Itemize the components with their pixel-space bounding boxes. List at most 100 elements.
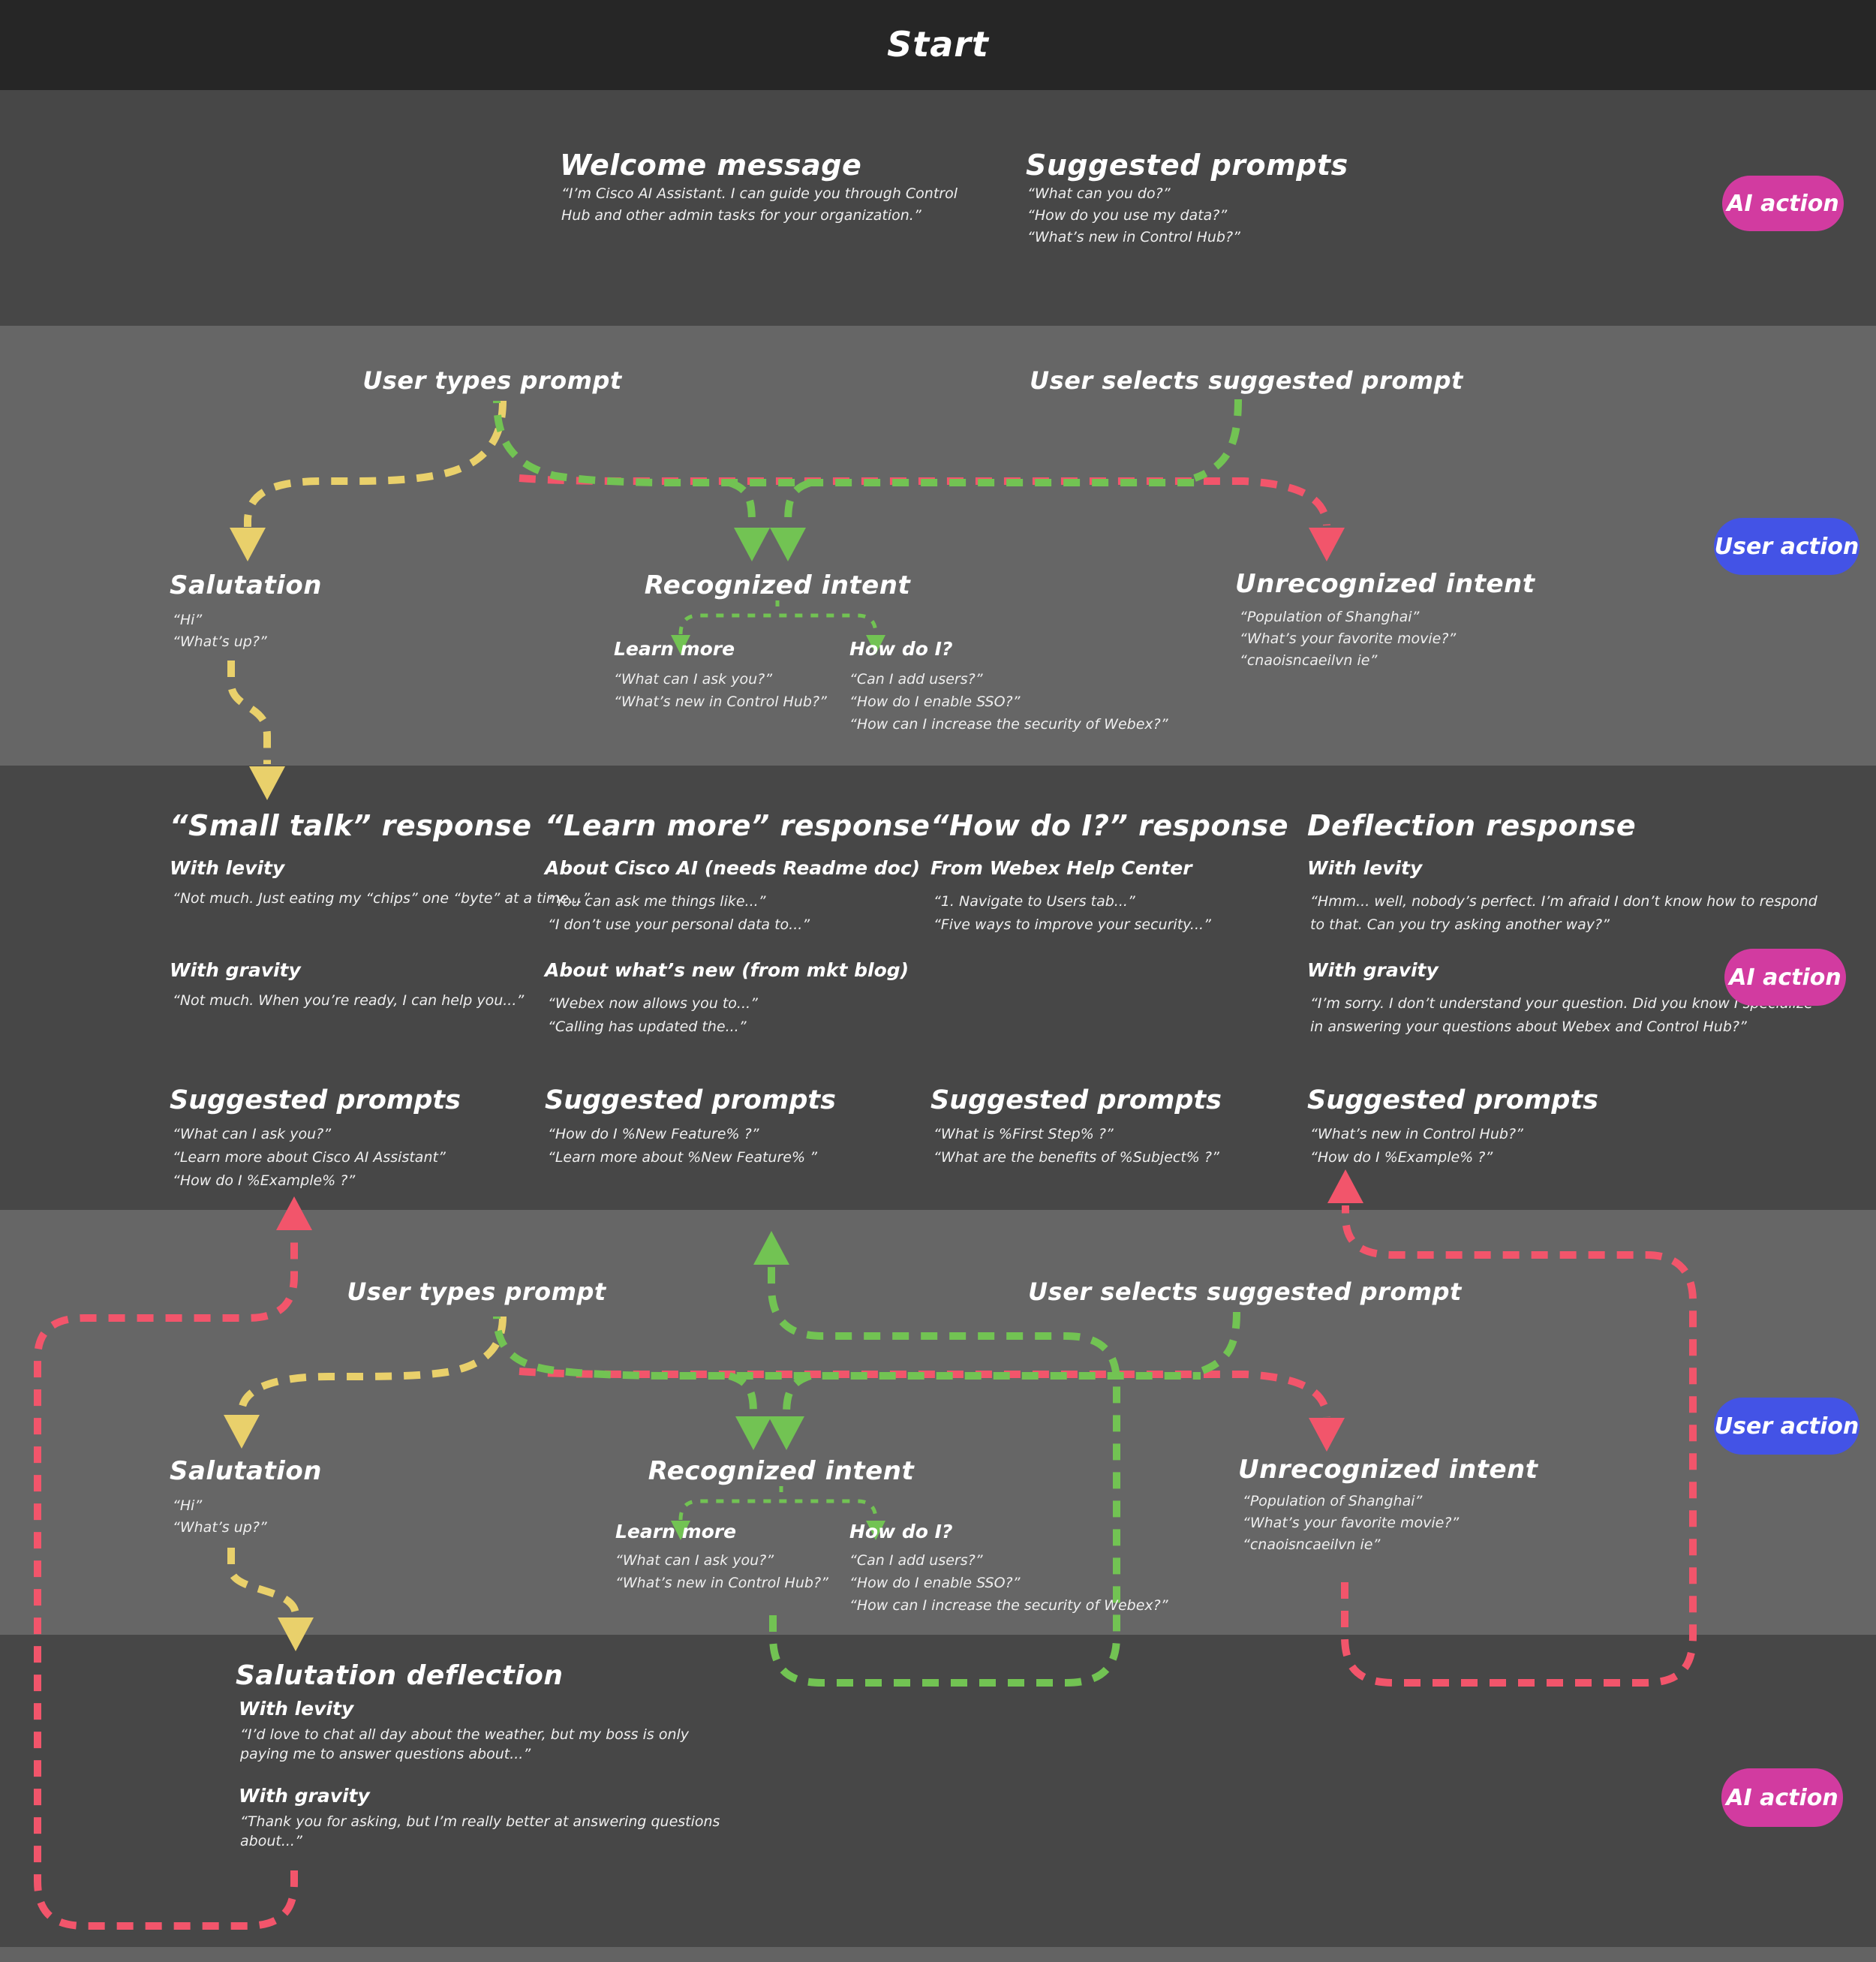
salutation-deflection-title: Salutation deflection <box>236 1660 564 1691</box>
quote: “Calling has updated the...” <box>548 1019 747 1035</box>
about-cisco-ai-label: About Cisco AI (needs Readme doc) <box>545 857 921 879</box>
recognized-intent-1-title: Recognized intent <box>644 570 911 600</box>
suggested-row-2-title: Suggested prompts <box>545 1085 836 1115</box>
arrowhead-loop-red-left-up <box>276 1196 312 1230</box>
ai-action-badge-2: AI action <box>1724 949 1846 1006</box>
quote: “Hi” <box>173 1497 203 1514</box>
arrowhead-salutation-deflection <box>278 1617 314 1651</box>
arrowhead-learnmore1 <box>671 635 690 655</box>
ai-action-badge-1: AI action <box>1722 176 1844 231</box>
band-bottom-edge <box>0 1947 1876 1962</box>
arrowhead-unrecognized1 <box>1309 528 1345 561</box>
deflection-gravity-quotes: “I’m sorry. I don’t understand your ques… <box>1310 992 1813 1039</box>
start-title: Start <box>887 24 989 65</box>
suggested-row-1-title: Suggested prompts <box>170 1085 461 1115</box>
arrowhead-recognized2-left <box>735 1416 771 1450</box>
unrecognized-intent-1-title: Unrecognized intent <box>1235 569 1535 599</box>
user-types-prompt-2: User types prompt <box>347 1277 606 1306</box>
suggested-row-3-quotes: “What is %First Step% ?” “What are the b… <box>933 1123 1219 1169</box>
arrow-usertypes2-to-salutation2 <box>238 1316 507 1414</box>
how-do-i-2-title: How do I? <box>849 1521 953 1542</box>
quote: “What’s new in Control Hub?” <box>614 694 827 710</box>
quote: “What can you do?” <box>1027 185 1171 202</box>
salutation-1-quotes: “Hi” “What’s up?” <box>173 609 267 653</box>
arrowhead-recognized1-right <box>770 528 806 561</box>
arrowhead-learnmore2 <box>671 1521 690 1540</box>
quote: “What’s your favorite movie?” <box>1240 630 1457 647</box>
unrecognized-intent-2-quotes: “Population of Shanghai” “What’s your fa… <box>1243 1491 1459 1556</box>
tee-recognized1 <box>678 600 878 635</box>
quote: “How do I %Example% ?” <box>1310 1149 1493 1166</box>
quote: paying me to answer questions about...” <box>240 1746 531 1762</box>
arrow-userselects1-join <box>1193 399 1242 482</box>
salutation-2-title: Salutation <box>170 1456 322 1486</box>
welcome-quotes: “I’m Cisco AI Assistant. I can guide you… <box>561 183 958 227</box>
salutation-deflection-gravity-label: With gravity <box>239 1785 370 1807</box>
quote: “What’s up?” <box>173 633 267 650</box>
arrow-recognized2-right-stem <box>783 1372 812 1416</box>
loop-deflection-to-suggested1 <box>34 1232 298 1930</box>
arrowhead-salutation2 <box>224 1415 260 1449</box>
arrow-usertypes2-to-unrecognized2 <box>519 1368 1330 1418</box>
quote: “What’s new in Control Hub?” <box>1310 1126 1523 1142</box>
ai-action-badge-3: AI action <box>1721 1768 1843 1827</box>
quote: “What’s up?” <box>173 1519 267 1536</box>
quote: “What is %First Step% ?” <box>933 1126 1114 1142</box>
quote: “What can I ask you?” <box>614 671 773 688</box>
quote: “Population of Shanghai” <box>1243 1493 1423 1509</box>
learn-more-2-quotes: “What can I ask you?” “What’s new in Con… <box>615 1549 828 1594</box>
salutation-2-quotes: “Hi” “What’s up?” <box>173 1495 267 1539</box>
how-do-i-1-quotes: “Can I add users?” “How do I enable SSO?… <box>849 668 1168 736</box>
deflection-levity-label: With levity <box>1307 857 1423 879</box>
quote: “I’m sorry. I don’t understand your ques… <box>1310 995 1813 1012</box>
from-webex-help-center-label: From Webex Help Center <box>930 857 1192 879</box>
salutation-1-title: Salutation <box>170 570 322 600</box>
arrowhead-loop-red-right-up <box>1327 1169 1363 1203</box>
unrecognized-intent-2-title: Unrecognized intent <box>1238 1455 1538 1485</box>
suggested-row-4-title: Suggested prompts <box>1307 1085 1598 1115</box>
tee-recognized2 <box>678 1486 878 1521</box>
small-talk-gravity-label: With gravity <box>170 959 301 981</box>
learn-more-1-quotes: “What can I ask you?” “What’s new in Con… <box>614 668 827 713</box>
quote: “cnaoisncaeilvn ie” <box>1243 1536 1381 1553</box>
small-talk-gravity-quote: “Not much. When you’re ready, I can help… <box>173 992 525 1009</box>
quote: in answering your questions about Webex … <box>1310 1019 1747 1035</box>
suggested-row-1-quotes: “What can I ask you?” “Learn more about … <box>173 1123 446 1193</box>
suggested-row-2-quotes: “How do I %New Feature% ?” “Learn more a… <box>548 1123 817 1169</box>
arrowhead-unrecognized2 <box>1309 1418 1345 1452</box>
user-selects-prompt-1: User selects suggested prompt <box>1030 366 1463 395</box>
suggested-row-3-title: Suggested prompts <box>930 1085 1222 1115</box>
arrowhead-recognized2-right <box>768 1416 804 1450</box>
arrowhead-salutation1 <box>230 528 266 561</box>
quote: “You can ask me things like...” <box>548 893 766 910</box>
how-do-i-response-title: “How do I?” response <box>930 809 1289 842</box>
loop-recognized2-to-suggested <box>768 1267 1120 1687</box>
band-start <box>0 0 1876 90</box>
quote: “How do I %Example% ?” <box>173 1172 356 1189</box>
welcome-line: Hub and other admin tasks for your organ… <box>561 207 921 224</box>
user-types-prompt-1: User types prompt <box>362 366 622 395</box>
small-talk-levity-quote: “Not much. Just eating my “chips” one “b… <box>173 890 591 907</box>
how-do-i-2-quotes: “Can I add users?” “How do I enable SSO?… <box>849 1549 1168 1617</box>
arrowhead-smalltalk <box>249 766 285 800</box>
small-talk-response-title: “Small talk” response <box>170 809 532 842</box>
quote: “cnaoisncaeilvn ie” <box>1240 652 1378 669</box>
arrow-salutation2-to-deflection <box>227 1548 299 1617</box>
quote: “I don’t use your personal data to...” <box>548 916 810 933</box>
deflection-levity-quotes: “Hmm... well, nobody’s perfect. I’m afra… <box>1310 890 1817 937</box>
arrow-recognized1-right-stem <box>784 479 812 526</box>
arrow-userselects2-join <box>1193 1311 1240 1377</box>
quote: “Webex now allows you to...” <box>548 995 758 1012</box>
welcome-title: Welcome message <box>560 149 862 182</box>
arrowhead-loop-green-up <box>753 1231 789 1265</box>
band-ai-action-1 <box>0 90 1876 326</box>
arrowhead-recognized1-left <box>734 528 770 561</box>
about-cisco-ai-quotes: “You can ask me things like...” “I don’t… <box>548 890 810 937</box>
user-selects-prompt-2: User selects suggested prompt <box>1028 1277 1462 1306</box>
user-action-badge-1: User action <box>1714 518 1859 575</box>
about-whats-new-label: About what’s new (from mkt blog) <box>545 959 909 981</box>
quote: “Five ways to improve your security...” <box>933 916 1211 933</box>
quote: “What are the benefits of %Subject% ?” <box>933 1149 1219 1166</box>
quote: “How can I increase the security of Webe… <box>849 716 1168 733</box>
quote: “Can I add users?” <box>849 1552 983 1569</box>
